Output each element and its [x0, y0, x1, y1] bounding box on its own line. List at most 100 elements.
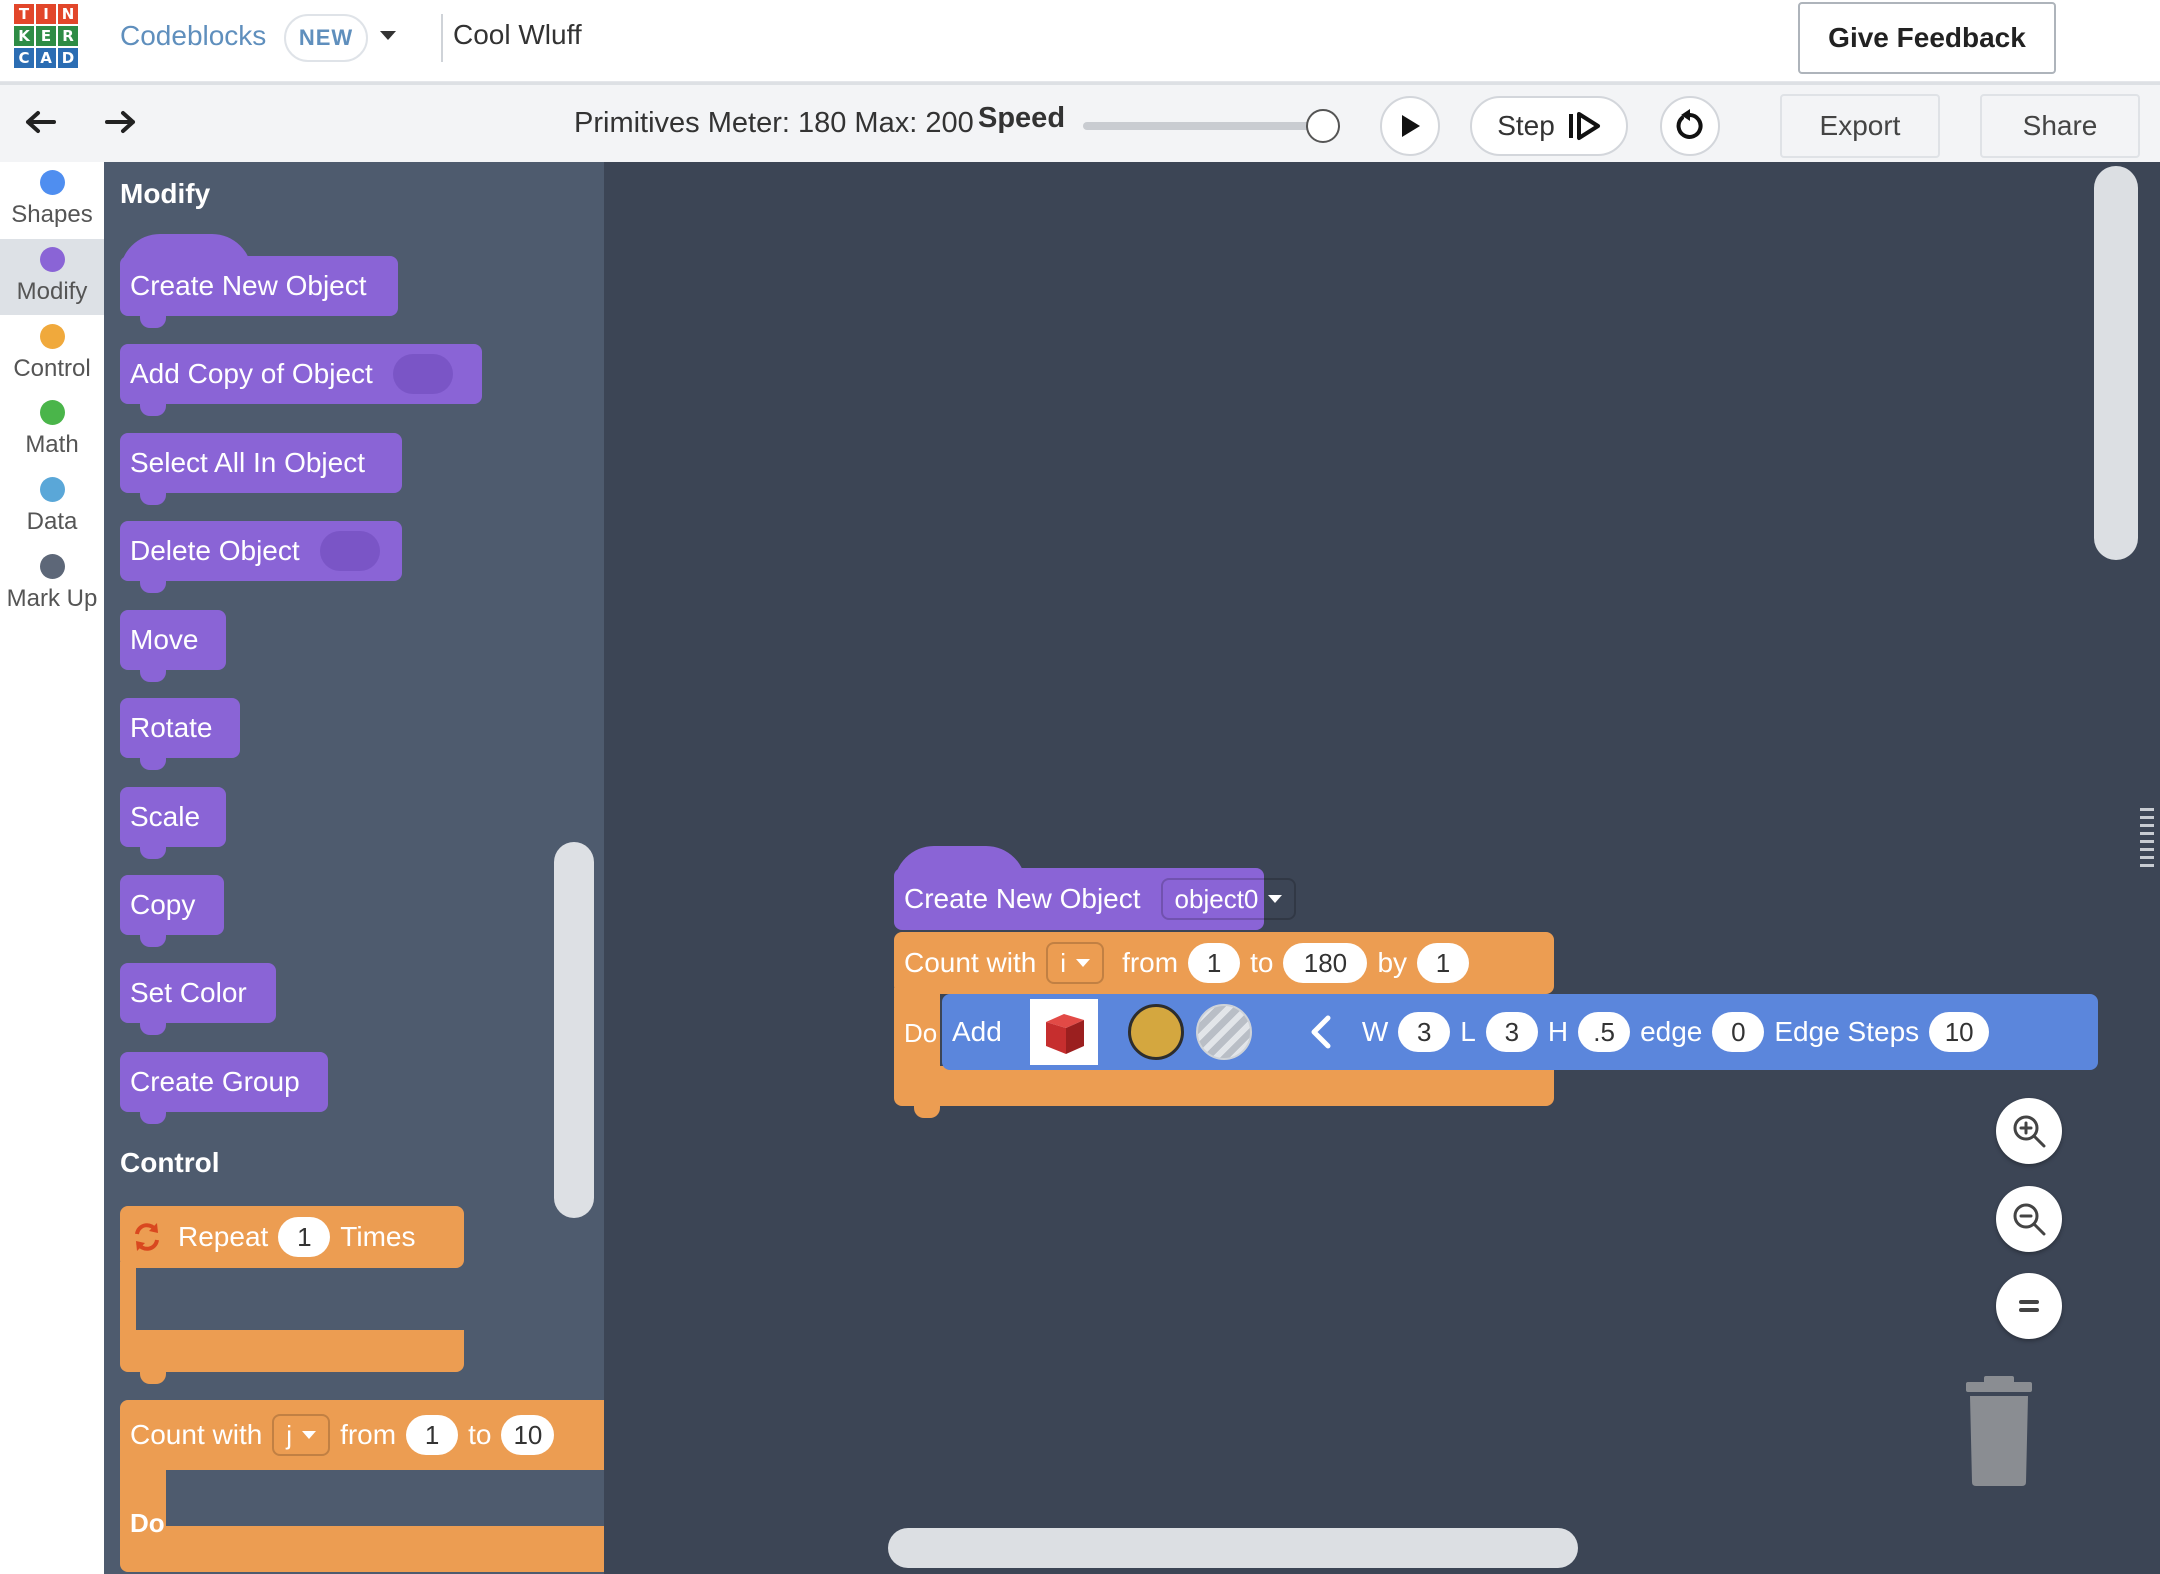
- speed-slider-thumb[interactable]: [1306, 109, 1340, 143]
- panel-resize-handle[interactable]: [2140, 808, 2154, 868]
- block-notch: [140, 1021, 166, 1035]
- do-label: Do: [904, 1018, 938, 1048]
- category-label: Modify: [16, 278, 88, 305]
- object-slot[interactable]: [319, 531, 380, 571]
- edge-input[interactable]: 0: [1712, 1012, 1765, 1052]
- category-label: Shapes: [11, 201, 93, 228]
- w-input[interactable]: 3: [1398, 1012, 1451, 1052]
- block-flyout: Modify Create New Object Add Copy of Obj…: [104, 162, 604, 1574]
- ws-count-with-block[interactable]: Count with i from 1 to 180 by 1 Do: [894, 932, 1554, 1118]
- from-input[interactable]: 1: [406, 1415, 459, 1455]
- block-notch: [140, 668, 166, 682]
- block-label: Create New Object: [904, 883, 1141, 914]
- logo-letter: R: [58, 26, 78, 46]
- category-data[interactable]: Data: [0, 469, 104, 545]
- move-block[interactable]: Move: [120, 610, 226, 682]
- category-control[interactable]: Control: [0, 316, 104, 392]
- export-button[interactable]: Export: [1780, 94, 1940, 158]
- block-notch: [140, 933, 166, 947]
- undo-icon[interactable]: [19, 103, 63, 143]
- hole-swatch[interactable]: [1195, 1004, 1252, 1060]
- play-button[interactable]: [1380, 96, 1440, 156]
- count-label: Count with: [904, 947, 1037, 978]
- w-label: W: [1361, 1016, 1389, 1047]
- toolbar: Primitives Meter: 180 Max: 200 Speed Ste…: [0, 82, 2160, 162]
- code-workspace[interactable]: Create New Object object0 Count with i f…: [604, 162, 2160, 1574]
- add-copy-of-object-block[interactable]: Add Copy of Object: [120, 344, 482, 416]
- edge-steps-input[interactable]: 10: [1929, 1012, 1990, 1052]
- category-shapes[interactable]: Shapes: [0, 162, 104, 238]
- flyout-scrollbar[interactable]: [554, 842, 594, 1218]
- header-divider: [441, 14, 443, 62]
- object-dropdown[interactable]: object0: [1160, 878, 1297, 920]
- repeat-count-input[interactable]: 1: [278, 1217, 331, 1257]
- by-input[interactable]: 1: [1417, 943, 1470, 983]
- category-label: Control: [13, 355, 91, 382]
- redo-icon[interactable]: [98, 103, 142, 143]
- copy-block[interactable]: Copy: [120, 875, 224, 947]
- rotate-block[interactable]: Rotate: [120, 698, 240, 770]
- math-dot-icon: [39, 400, 65, 425]
- repeat-block[interactable]: Repeat 1 Times: [120, 1206, 464, 1384]
- l-input[interactable]: 3: [1485, 1012, 1538, 1052]
- category-label: Mark Up: [6, 585, 98, 612]
- speed-slider[interactable]: [1083, 122, 1323, 130]
- workspace-vertical-scrollbar[interactable]: [2094, 166, 2138, 560]
- app-name[interactable]: Codeblocks: [120, 20, 267, 51]
- h-input[interactable]: .5: [1578, 1012, 1631, 1052]
- project-name[interactable]: Cool Wluff: [453, 19, 582, 50]
- block-label: Create New Object: [130, 270, 367, 301]
- zoom-in-button[interactable]: [1996, 1098, 2062, 1164]
- zoom-out-button[interactable]: [1996, 1186, 2062, 1252]
- block-notch: [140, 1110, 166, 1124]
- ws-add-shape-block[interactable]: Add W 3 L 3 H .5 edge 0 Edge Steps 10: [942, 994, 2098, 1070]
- to-input[interactable]: 10: [501, 1415, 555, 1455]
- object-slot[interactable]: [392, 354, 453, 394]
- primitives-meter: Primitives Meter: 180 Max: 200: [574, 107, 974, 139]
- workspace-horizontal-scrollbar[interactable]: [888, 1528, 1578, 1568]
- block-notch: [140, 402, 166, 416]
- speed-label: Speed: [978, 102, 1066, 134]
- count-block-footer: [120, 1526, 604, 1572]
- share-button[interactable]: Share: [1980, 94, 2140, 158]
- color-swatch[interactable]: [1127, 1004, 1184, 1060]
- category-math[interactable]: Math: [0, 392, 104, 468]
- ws-create-new-object-block[interactable]: Create New Object object0: [894, 846, 1297, 930]
- category-modify[interactable]: Modify: [0, 239, 104, 315]
- category-markup[interactable]: Mark Up: [0, 546, 104, 622]
- reset-button[interactable]: [1660, 96, 1720, 156]
- block-notch: [140, 845, 166, 859]
- step-button[interactable]: Step: [1470, 96, 1628, 156]
- repeat-icon: [135, 1223, 159, 1251]
- block-notch: [140, 314, 166, 328]
- box-shape-preview[interactable]: [1029, 999, 1098, 1065]
- block-label: Set Color: [130, 977, 247, 1008]
- create-group-block[interactable]: Create Group: [120, 1052, 328, 1124]
- delete-object-block[interactable]: Delete Object: [120, 521, 402, 593]
- do-label: Do: [130, 1508, 165, 1538]
- create-new-object-block[interactable]: Create New Object: [120, 234, 398, 328]
- give-feedback-button[interactable]: Give Feedback: [1798, 2, 2056, 74]
- set-color-block[interactable]: Set Color: [120, 963, 276, 1035]
- count-variable-dropdown[interactable]: i: [1046, 942, 1105, 984]
- to-label: to: [468, 1419, 492, 1450]
- select-all-in-object-block[interactable]: Select All In Object: [120, 433, 402, 505]
- app-menu-caret-icon[interactable]: [380, 31, 396, 40]
- trash-icon[interactable]: [1960, 1376, 2038, 1486]
- collapse-chevron-icon: [1311, 1015, 1331, 1049]
- new-badge: NEW: [284, 14, 368, 62]
- category-label: Data: [26, 508, 78, 535]
- tinkercad-logo[interactable]: T I N K E R C A D: [14, 4, 78, 70]
- ws-count-block-arm: [894, 988, 940, 1070]
- block-label: Copy: [130, 889, 196, 920]
- logo-letter: E: [36, 26, 56, 46]
- count-with-block[interactable]: Count with j from 1 to 10 Do: [120, 1400, 604, 1574]
- scale-block[interactable]: Scale: [120, 787, 226, 859]
- logo-letter: D: [58, 48, 78, 68]
- from-input[interactable]: 1: [1188, 943, 1241, 983]
- repeat-label: Repeat: [178, 1221, 269, 1252]
- zoom-reset-button[interactable]: [1996, 1273, 2062, 1339]
- block-hat: [894, 846, 1026, 886]
- count-variable-dropdown[interactable]: j: [272, 1414, 331, 1456]
- to-input[interactable]: 180: [1283, 943, 1368, 983]
